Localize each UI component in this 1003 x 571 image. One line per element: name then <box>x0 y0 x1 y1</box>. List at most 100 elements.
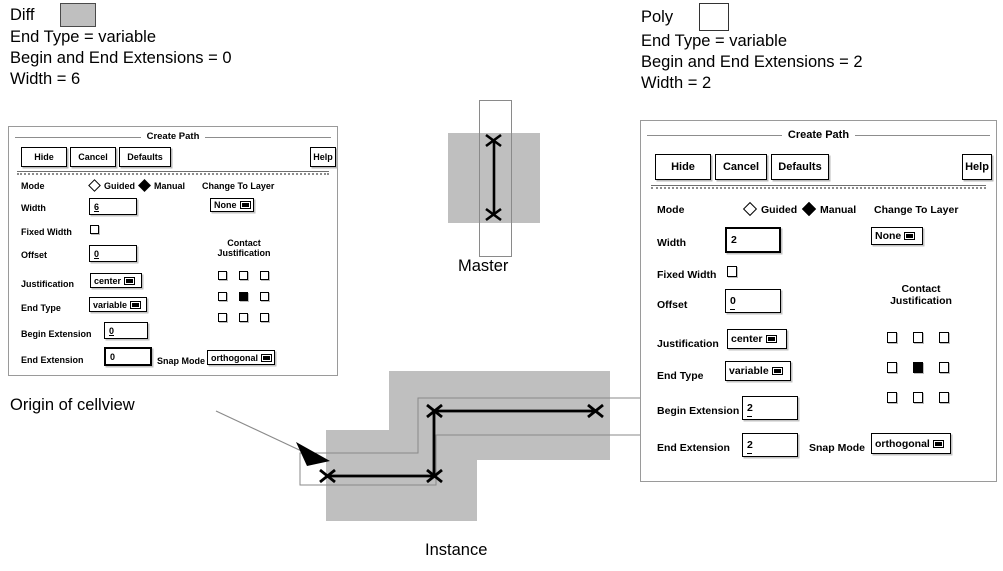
justification-dropdown-poly[interactable]: center <box>727 329 787 349</box>
contact-justification-poly-cell-2[interactable] <box>939 332 949 343</box>
annotation-diff-layer: Diff <box>10 5 35 24</box>
end-extension-input-diff[interactable]: 0 <box>104 347 152 366</box>
contact-justification-poly-cell-7[interactable] <box>913 392 923 403</box>
change-to-layer-label-diff: Change To Layer <box>202 181 275 191</box>
contact-justification-cell-1[interactable] <box>239 271 248 280</box>
instance-path-vertex-markers <box>319 403 604 484</box>
begin-extension-value-diff: 0 <box>109 325 115 336</box>
width-input-diff[interactable]: 6 <box>89 198 137 215</box>
dialog-button-separator-diff <box>17 171 329 175</box>
offset-value-diff: 0 <box>94 248 100 259</box>
chevron-down-icon <box>261 353 272 362</box>
change-to-layer-dropdown-poly[interactable]: None <box>871 227 923 245</box>
contact-justification-poly-cell-4[interactable] <box>913 362 923 373</box>
contact-justification-cell-7[interactable] <box>239 313 248 322</box>
mode-guided-label-poly[interactable]: Guided <box>761 204 798 216</box>
offset-input-poly[interactable]: 0 <box>725 289 781 313</box>
help-button-diff[interactable]: Help <box>310 147 336 167</box>
mode-guided-label-diff[interactable]: Guided <box>104 181 135 191</box>
snap-mode-label-poly: Snap Mode <box>809 442 866 454</box>
width-label-diff: Width <box>21 203 46 213</box>
mode-label-diff: Mode <box>21 181 45 191</box>
end-type-dropdown-diff[interactable]: variable <box>89 297 147 312</box>
fixed-width-checkbox-poly[interactable] <box>727 266 737 277</box>
justification-value-poly: center <box>731 333 763 345</box>
end-type-dropdown-poly[interactable]: variable <box>725 361 791 381</box>
dialog-title-poly: Create Path <box>641 129 996 141</box>
chevron-down-icon <box>130 300 142 309</box>
contact-justification-cell-3[interactable] <box>218 292 227 301</box>
width-input-poly[interactable]: 2 <box>725 227 781 253</box>
contact-justification-poly-cell-1[interactable] <box>913 332 923 343</box>
offset-label-diff: Offset <box>21 250 48 260</box>
offset-input-diff[interactable]: 0 <box>89 245 137 262</box>
width-value-diff: 6 <box>94 201 100 212</box>
end-extension-label-diff: End Extension <box>21 355 84 365</box>
offset-value-poly: 0 <box>730 295 736 307</box>
annotation-poly-line2: Begin and End Extensions = 2 <box>641 53 863 71</box>
begin-extension-input-diff[interactable]: 0 <box>104 322 148 339</box>
annotation-poly-line3: Width = 2 <box>641 74 712 92</box>
annotation-poly-line1: End Type = variable <box>641 32 788 50</box>
annotation-diff-line1: End Type = variable <box>10 28 157 46</box>
annotation-poly-layer: Poly <box>641 7 674 26</box>
change-to-layer-dropdown-diff[interactable]: None <box>210 198 254 212</box>
width-label-poly: Width <box>657 237 687 249</box>
contact-justification-cell-4[interactable] <box>239 292 248 301</box>
text-caret-icon <box>747 416 752 417</box>
chevron-down-icon <box>932 439 944 448</box>
contact-justification-cell-0[interactable] <box>218 271 227 280</box>
hide-button-diff[interactable]: Hide <box>21 147 67 167</box>
contact-justification-cell-2[interactable] <box>260 271 269 280</box>
chevron-down-icon <box>765 335 777 343</box>
cancel-button-diff[interactable]: Cancel <box>70 147 116 167</box>
change-to-layer-value-poly: None <box>875 230 902 242</box>
mode-manual-label-poly[interactable]: Manual <box>820 204 857 216</box>
contact-justification-cell-5[interactable] <box>260 292 269 301</box>
create-path-dialog-diff[interactable]: Create Path Hide Cancel Defaults Help Mo… <box>8 126 338 376</box>
width-value-poly: 2 <box>731 234 737 246</box>
origin-of-cellview-label: Origin of cellview <box>10 396 135 414</box>
begin-extension-label-diff: Begin Extension <box>21 329 92 339</box>
defaults-button-poly[interactable]: Defaults <box>771 154 829 180</box>
text-caret-icon <box>94 211 99 212</box>
cancel-button-poly[interactable]: Cancel <box>715 154 767 180</box>
justification-label-diff: Justification <box>21 279 75 289</box>
create-path-dialog-poly[interactable]: Create Path Hide Cancel Defaults Help Mo… <box>640 120 997 482</box>
justification-value-diff: center <box>94 275 122 286</box>
origin-leader-line <box>215 410 311 456</box>
contact-justification-poly-cell-5[interactable] <box>939 362 949 373</box>
hide-button-poly[interactable]: Hide <box>655 154 711 180</box>
begin-extension-input-poly[interactable]: 2 <box>742 396 798 420</box>
end-extension-value-diff: 0 <box>110 351 116 362</box>
instance-path-centerline <box>327 409 595 478</box>
text-caret-icon <box>730 309 735 310</box>
end-type-value-diff: variable <box>93 299 128 310</box>
contact-justification-poly-cell-6[interactable] <box>887 392 897 403</box>
text-caret-icon <box>747 453 752 454</box>
offset-label-poly: Offset <box>657 299 688 311</box>
mode-manual-label-diff[interactable]: Manual <box>154 181 186 191</box>
contact-justification-poly-cell-8[interactable] <box>939 392 949 403</box>
chevron-down-icon <box>124 276 136 285</box>
end-extension-input-poly[interactable]: 2 <box>742 433 798 457</box>
snap-mode-dropdown-diff[interactable]: orthogonal <box>207 350 275 365</box>
instance-caption: Instance <box>425 541 488 559</box>
contact-justification-cell-8[interactable] <box>260 313 269 322</box>
snap-mode-dropdown-poly[interactable]: orthogonal <box>871 433 951 454</box>
defaults-button-diff[interactable]: Defaults <box>119 147 171 167</box>
contact-justification-poly-cell-3[interactable] <box>887 362 897 373</box>
help-button-poly[interactable]: Help <box>962 154 992 180</box>
chevron-down-icon <box>239 201 251 209</box>
contact-justification-cell-6[interactable] <box>218 313 227 322</box>
contact-justification-poly-cell-0[interactable] <box>887 332 897 343</box>
justification-dropdown-diff[interactable]: center <box>90 273 142 288</box>
master-caption: Master <box>458 257 509 275</box>
fixed-width-checkbox-diff[interactable] <box>90 225 99 234</box>
diff-color-swatch-icon <box>60 3 97 27</box>
end-extension-label-poly: End Extension <box>657 442 730 454</box>
change-to-layer-label-poly: Change To Layer <box>874 204 959 216</box>
end-type-label-poly: End Type <box>657 370 704 382</box>
